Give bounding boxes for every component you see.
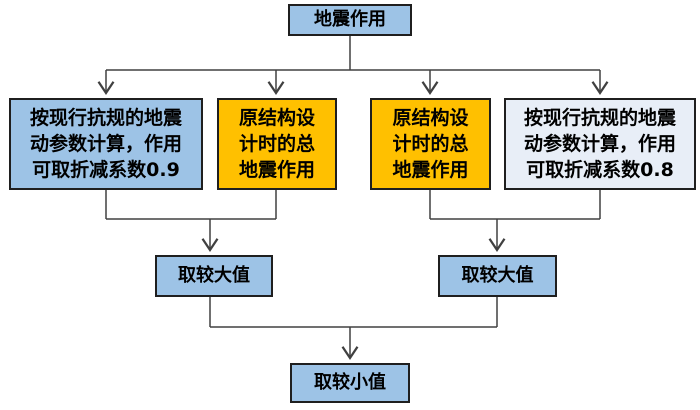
- left-merge-connector: [105, 190, 277, 253]
- node-take-larger-right: 取较大值: [438, 255, 557, 297]
- node-label-line: 地震作用: [392, 159, 469, 182]
- top-split-connector: [97, 36, 609, 96]
- node-current-code-factor-08: 按现行抗规的地震 动参数计算，作用 可取折减系数0.8: [504, 98, 696, 190]
- node-label-line: 计时的总: [238, 132, 315, 155]
- node-label-line: 按现行抗规的地震: [29, 106, 182, 129]
- node-label-line: 地震作用: [238, 159, 315, 182]
- node-take-larger-left: 取较大值: [155, 255, 273, 297]
- node-label: 取较大值: [178, 264, 250, 286]
- node-label: 地震作用: [314, 8, 386, 30]
- node-label: 取较小值: [314, 371, 386, 393]
- node-take-smaller: 取较小值: [290, 363, 410, 403]
- node-label-line: 原结构设: [238, 106, 315, 129]
- node-label-line: 可取折减系数0.8: [526, 159, 674, 182]
- node-label-line: 计时的总: [392, 132, 469, 155]
- node-label-line: 动参数计算，作用: [29, 132, 182, 155]
- bottom-merge-connector: [209, 297, 498, 361]
- node-label-line: 动参数计算，作用: [523, 132, 676, 155]
- node-current-code-factor-09: 按现行抗规的地震 动参数计算，作用 可取折减系数0.9: [9, 98, 203, 190]
- node-seismic-action: 地震作用: [288, 4, 412, 36]
- node-label: 取较大值: [461, 264, 534, 286]
- node-original-design-total-left: 原结构设 计时的总 地震作用: [217, 98, 337, 190]
- node-label-line: 可取折减系数0.9: [32, 159, 180, 182]
- right-merge-connector: [429, 190, 601, 253]
- node-original-design-total-right: 原结构设 计时的总 地震作用: [370, 98, 491, 190]
- node-label-line: 原结构设: [392, 106, 469, 129]
- node-label-line: 按现行抗规的地震: [523, 106, 676, 129]
